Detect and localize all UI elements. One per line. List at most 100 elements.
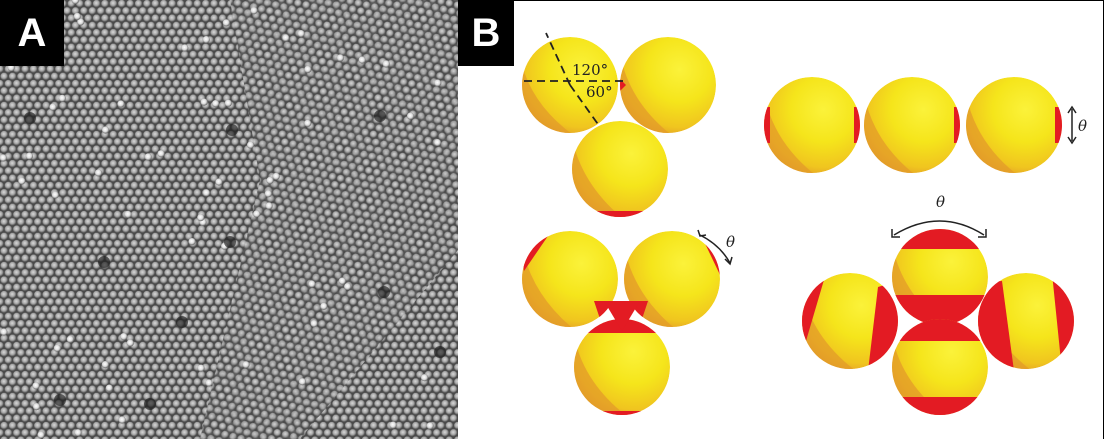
- bright-particle: [94, 169, 103, 177]
- bright-particle: [7, 64, 15, 72]
- panel-label-b: B: [458, 0, 514, 66]
- bright-particle: [105, 384, 113, 392]
- bright-particle: [308, 280, 316, 288]
- bright-particle: [344, 283, 352, 291]
- bright-particle: [304, 65, 312, 73]
- bright-particle: [304, 119, 312, 127]
- arrow-down-icon: [1067, 136, 1077, 145]
- defect-spot: [224, 236, 236, 248]
- arrow-icon: [697, 229, 707, 237]
- bright-particle: [242, 361, 250, 369]
- defect-spot: [144, 398, 156, 410]
- bright-particle: [282, 34, 290, 42]
- defect-spot: [374, 110, 386, 122]
- bright-particle: [25, 152, 33, 160]
- bright-particle: [420, 374, 429, 382]
- janus-sphere: [572, 121, 668, 217]
- defect-layer: [0, 0, 446, 439]
- bright-particle: [197, 214, 205, 222]
- bright-particle: [77, 18, 85, 26]
- bright-particle: [118, 416, 126, 424]
- bright-particle: [338, 277, 346, 285]
- bright-particle: [253, 210, 261, 218]
- bright-particle: [246, 141, 255, 149]
- bright-particle: [215, 178, 223, 186]
- bright-particle: [117, 100, 125, 108]
- arrow-icon: [978, 229, 987, 238]
- bright-particle: [181, 44, 189, 52]
- bright-particle: [264, 190, 272, 198]
- janus-sphere: [764, 77, 860, 173]
- bright-particle: [358, 56, 366, 64]
- bright-particle: [188, 238, 196, 246]
- defect-spot: [54, 394, 66, 406]
- janus-sphere: [864, 77, 960, 173]
- micrograph-image: [0, 0, 458, 439]
- theta-label-triangle: θ: [726, 233, 735, 251]
- defect-spot: [378, 286, 390, 298]
- bright-particle: [266, 176, 274, 184]
- bright-particle: [120, 333, 128, 341]
- bright-particle: [101, 126, 110, 134]
- janus-sphere: [802, 273, 898, 369]
- contact-patch: [604, 301, 640, 331]
- bright-particle: [336, 54, 344, 62]
- axis-line: [545, 32, 571, 86]
- janus-sphere: [574, 319, 670, 415]
- bright-particle: [18, 177, 26, 185]
- bright-particle: [71, 0, 79, 4]
- defect-spot: [226, 124, 238, 136]
- bright-particle: [197, 364, 205, 372]
- angle-label-120: 120°: [572, 61, 608, 79]
- bright-particle: [66, 335, 74, 343]
- bright-particle: [212, 100, 220, 108]
- bright-particle: [320, 302, 328, 310]
- bright-particle: [433, 139, 442, 147]
- bright-particle: [0, 328, 8, 336]
- bright-particle: [73, 12, 81, 20]
- bright-particle: [144, 153, 152, 161]
- bright-particle: [224, 99, 232, 107]
- bright-particle: [297, 29, 305, 38]
- chain-cluster: θ: [764, 77, 1087, 173]
- bright-particle: [250, 7, 258, 15]
- janus-diagram-panel: 120° 60° θ: [458, 0, 1104, 439]
- arrow-icon: [724, 256, 733, 266]
- bright-particle: [389, 421, 397, 429]
- janus-sphere: [892, 319, 988, 415]
- bright-particle: [49, 103, 57, 111]
- bright-particle: [205, 379, 213, 387]
- theta-label-cut: θ: [1078, 117, 1087, 135]
- janus-sphere: [966, 77, 1062, 173]
- bright-particle: [265, 202, 273, 210]
- bright-particle: [51, 191, 59, 199]
- janus-sphere: [978, 273, 1074, 369]
- bright-particle: [382, 60, 390, 68]
- axis-line: [569, 84, 601, 128]
- triangle-cluster: 120° 60°: [522, 32, 716, 217]
- bright-particle: [0, 154, 7, 162]
- panel-label-a: A: [0, 0, 64, 66]
- cross-cluster: θ: [802, 193, 1074, 415]
- defect-spot: [24, 112, 36, 124]
- janus-sphere: [624, 231, 720, 327]
- bright-particle: [58, 94, 66, 102]
- defect-spot: [176, 316, 188, 328]
- arrow-up-icon: [1067, 105, 1077, 114]
- janus-sphere: [522, 231, 618, 327]
- bright-particle: [37, 431, 45, 439]
- janus-sphere: [620, 37, 716, 133]
- janus-sphere: [892, 229, 988, 325]
- bright-particle: [202, 189, 210, 197]
- bright-particle: [202, 36, 210, 44]
- bright-particle: [101, 361, 109, 369]
- patchy-triangle-cluster: θ: [522, 229, 735, 415]
- bright-particle: [298, 378, 306, 386]
- bright-particle: [74, 429, 82, 437]
- bright-particle: [434, 79, 442, 87]
- bright-particle: [426, 422, 434, 430]
- angle-label-60: 60°: [586, 83, 613, 101]
- theta-label-cross: θ: [936, 193, 945, 211]
- bright-particle: [310, 320, 318, 328]
- bright-particle: [222, 19, 230, 27]
